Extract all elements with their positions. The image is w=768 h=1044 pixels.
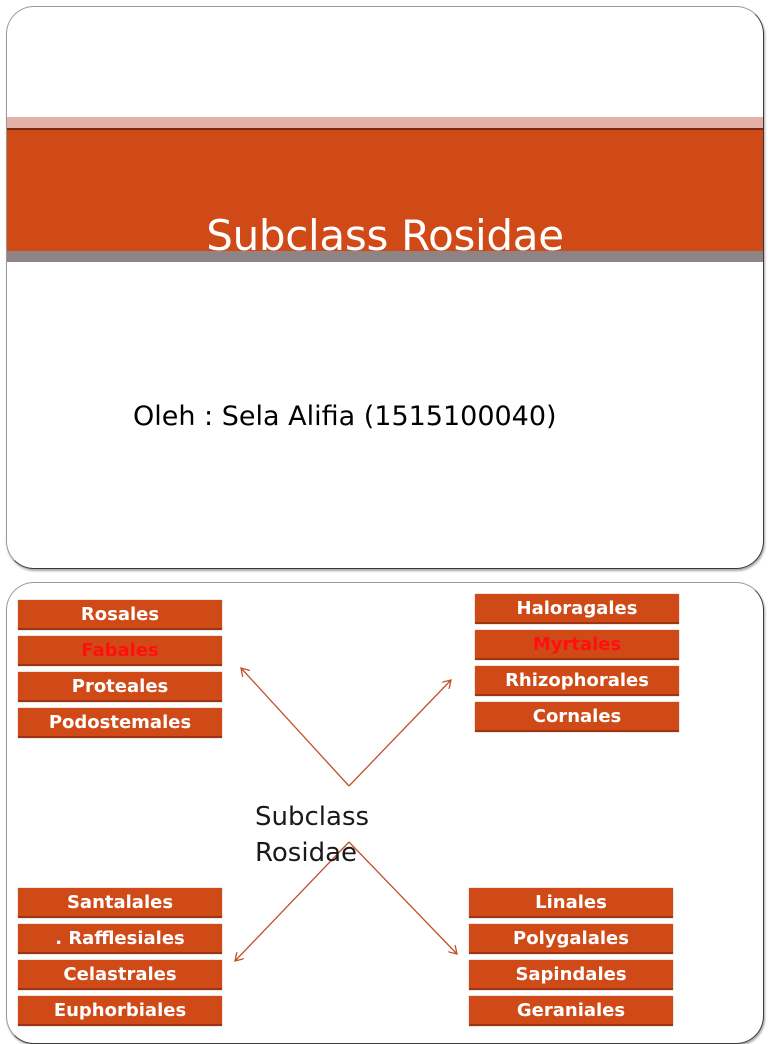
order-box-cornales[interactable]: Cornales [475, 702, 679, 732]
order-box-polygalales[interactable]: Polygalales [469, 924, 673, 954]
order-box-rosales[interactable]: Rosales [18, 600, 222, 630]
order-box-geraniales[interactable]: Geraniales [469, 996, 673, 1026]
center-label: Subclass Rosidae [255, 799, 369, 871]
order-box-fabales[interactable]: Fabales [18, 636, 222, 666]
order-box-myrtales[interactable]: Myrtales [475, 630, 679, 660]
title-slide[interactable]: Subclass Rosidae Oleh : Sela Alifia (151… [6, 6, 764, 569]
order-box-podostemales[interactable]: Podostemales [18, 708, 222, 738]
order-box-sapindales[interactable]: Sapindales [469, 960, 673, 990]
center-label-line1: Subclass [255, 802, 370, 832]
arrow-bottom-left-icon [235, 841, 350, 961]
title-band [7, 130, 763, 251]
order-box-rafflesiales[interactable]: . Rafflesiales [18, 924, 222, 954]
order-box-haloragales[interactable]: Haloragales [475, 594, 679, 624]
order-box-proteales[interactable]: Proteales [18, 672, 222, 702]
arrow-bottom-right-icon [348, 841, 457, 954]
slide-title: Subclass Rosidae [206, 211, 564, 260]
diagram-slide[interactable]: Subclass Rosidae Rosales Fabales Proteal… [6, 582, 764, 1044]
slide-subtitle-author: Oleh : Sela Alifia (1515100040) [133, 401, 557, 432]
order-box-celastrales[interactable]: Celastrales [18, 960, 222, 990]
arrow-top-right-icon [348, 680, 451, 787]
title-band-divider [7, 128, 763, 130]
arrow-top-left-icon [241, 668, 350, 787]
order-box-santalales[interactable]: Santalales [18, 888, 222, 918]
center-label-line2: Rosidae [255, 838, 358, 868]
title-band-bottom-accent [7, 251, 763, 262]
order-box-linales[interactable]: Linales [469, 888, 673, 918]
connector-arrows [7, 583, 763, 1043]
title-band-top-accent [7, 117, 763, 128]
order-box-euphorbiales[interactable]: Euphorbiales [18, 996, 222, 1026]
order-box-rhizophorales[interactable]: Rhizophorales [475, 666, 679, 696]
